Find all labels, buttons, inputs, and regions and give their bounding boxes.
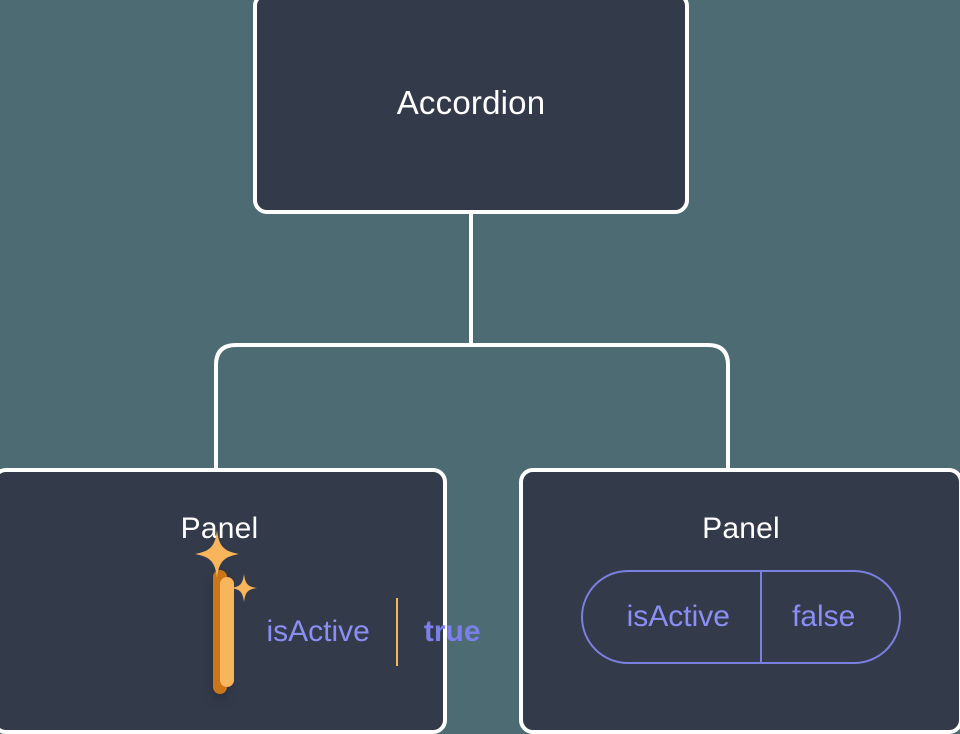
prop-value-inactive: false [759,572,899,662]
prop-key-active: isActive [266,615,370,648]
node-panel-active-label: Panel [180,512,259,545]
node-accordion-label: Accordion [396,84,546,121]
prop-value-active: true [423,615,481,648]
node-panel-active[interactable]: Panel isActive true [0,468,481,734]
prop-pill-inactive-wrap: isActive false [580,570,902,664]
node-panel-inactive[interactable]: Panel isActive false [519,468,960,734]
prop-pill-active-wrap: isActive true [194,530,481,694]
prop-pill-active[interactable]: isActive true [212,570,481,694]
connector-branch-bar [214,343,730,470]
prop-pill-active-ring: isActive true [219,577,481,687]
prop-pill-inactive[interactable]: isActive false [580,570,902,664]
prop-divider-active [395,598,398,666]
prop-key-inactive: isActive [626,600,730,633]
node-panel-inactive-label: Panel [702,512,780,545]
node-accordion[interactable]: Accordion [253,0,689,214]
